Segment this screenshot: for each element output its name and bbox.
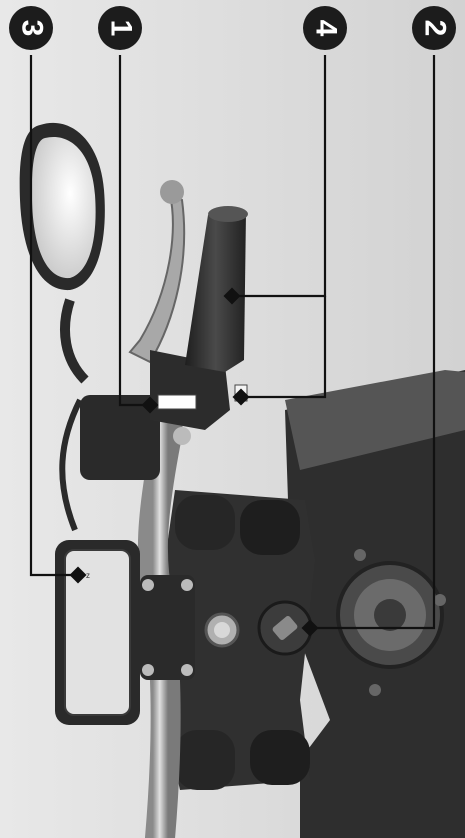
callout-number: 1 <box>104 19 137 37</box>
callout-badge-3: 3 <box>9 6 53 50</box>
leader-4b <box>241 296 327 399</box>
bar-clamp <box>140 575 195 680</box>
leader-3 <box>29 55 78 577</box>
leader-2 <box>310 55 436 630</box>
leader-lines <box>29 55 436 630</box>
master-cylinder <box>80 395 160 480</box>
callout-badge-1: 1 <box>98 6 142 50</box>
diamond-pointers <box>69 287 319 637</box>
throttle-grip <box>185 212 246 372</box>
callout-badge-4: 4 <box>303 6 347 50</box>
callout-number: 3 <box>15 19 48 37</box>
svg-text:z: z <box>86 571 90 580</box>
callout-number: 4 <box>309 19 342 37</box>
leader-1 <box>118 55 150 407</box>
callout-number: 2 <box>418 19 451 37</box>
fork-clamp <box>160 490 315 790</box>
callout-badge-2: 2 <box>412 6 456 50</box>
